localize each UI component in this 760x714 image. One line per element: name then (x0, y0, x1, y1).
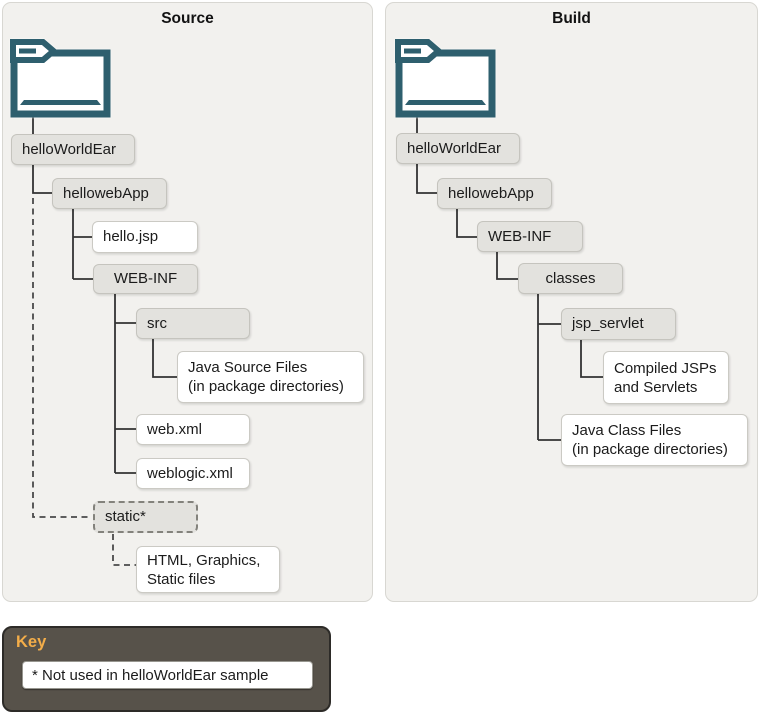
source-node-hellowebapp: hellowebApp (52, 178, 167, 209)
source-node-java-source-files: Java Source Files (in package directorie… (177, 351, 364, 403)
build-node-web-inf: WEB-INF (477, 221, 583, 252)
source-node-web-inf: WEB-INF (93, 264, 198, 294)
key-legend-title: Key (16, 633, 47, 651)
build-panel-title: Build (552, 10, 591, 27)
source-folder-icon (10, 39, 111, 123)
key-legend: Key * Not used in helloWorldEar sample (2, 626, 331, 712)
build-node-jsp-servlet: jsp_servlet (561, 308, 676, 340)
build-node-java-class-files: Java Class Files (in package directories… (561, 414, 748, 466)
source-node-helloworldear: helloWorldEar (11, 134, 135, 165)
source-node-html-static-files: HTML, Graphics, Static files (136, 546, 280, 593)
build-node-hellowebapp: hellowebApp (437, 178, 552, 209)
source-node-src: src (136, 308, 250, 339)
source-node-hello-jsp: hello.jsp (92, 221, 198, 253)
build-node-compiled-jsps: Compiled JSPs and Servlets (603, 351, 729, 404)
build-folder-icon (395, 39, 496, 123)
key-legend-note: * Not used in helloWorldEar sample (22, 661, 313, 689)
source-node-static: static* (93, 501, 198, 533)
source-node-web-xml: web.xml (136, 414, 250, 445)
build-node-helloworldear: helloWorldEar (396, 133, 520, 164)
build-node-classes: classes (518, 263, 623, 294)
source-node-weblogic-xml: weblogic.xml (136, 458, 250, 489)
source-panel-title: Source (161, 10, 214, 27)
